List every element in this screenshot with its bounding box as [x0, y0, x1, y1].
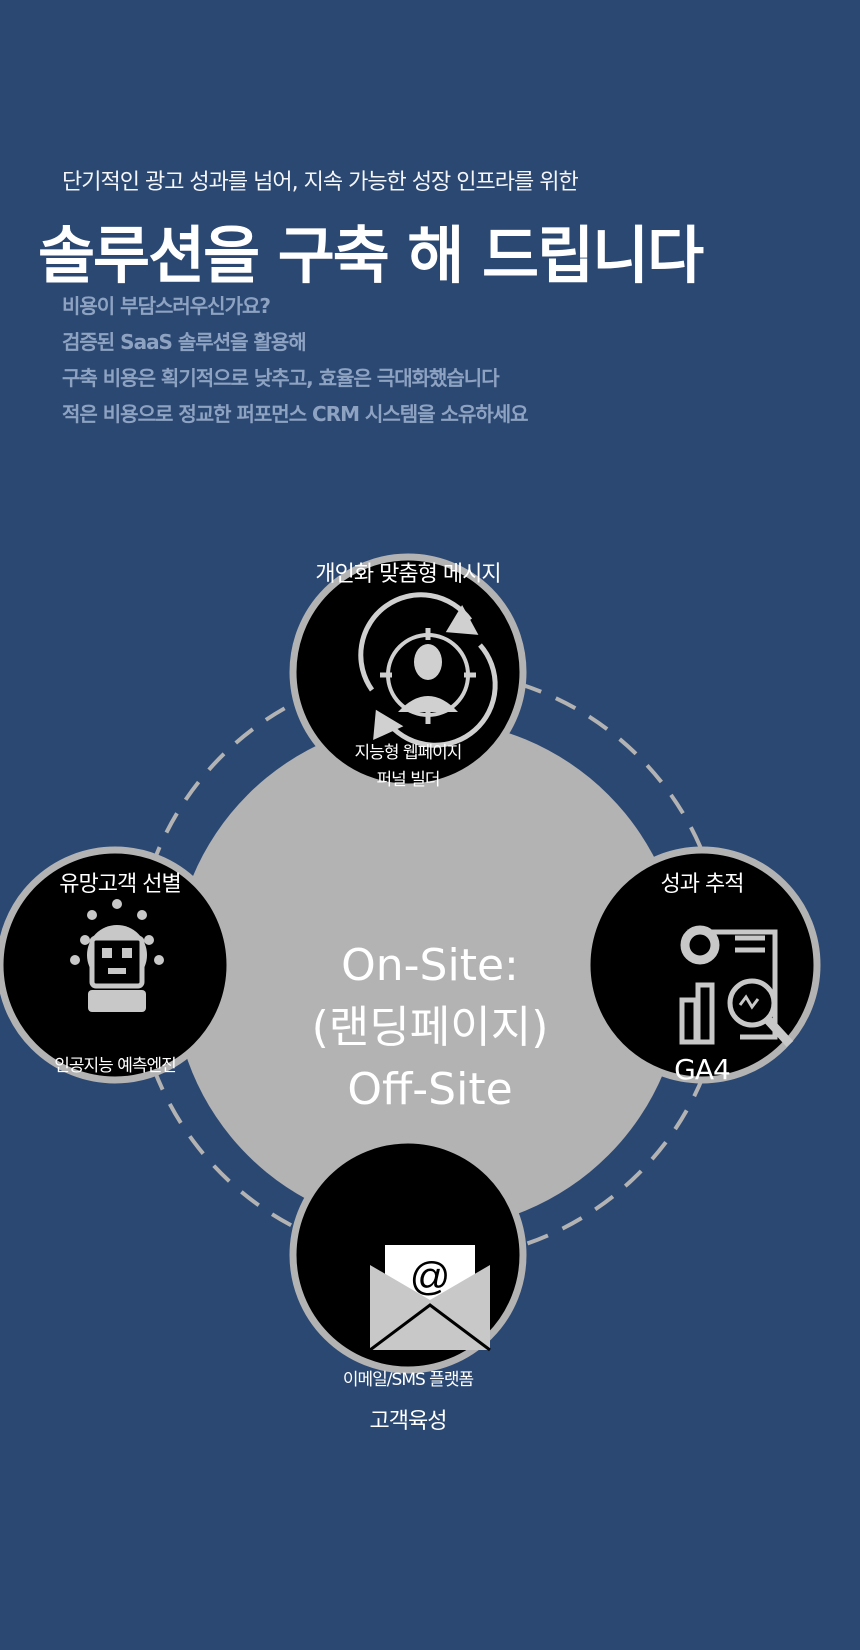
center-text: On-Site: (랜딩페이지) Off-Site [230, 935, 630, 1121]
node-left-label: 유망고객 선별 [59, 872, 181, 897]
center-line: On-Site: [341, 940, 519, 991]
node-top-inner: 지능형 웹페이지 퍼널 빌더 [298, 740, 518, 794]
node-top-inner-line: 퍼널 빌더 [376, 770, 441, 790]
node-bottom-label: 고객육성 [369, 1409, 448, 1434]
body-line: 비용이 부담스러우신가요? [62, 294, 271, 318]
body-line: 구축 비용은 획기적으로 낮추고, 효율은 극대화했습니다 [62, 366, 500, 390]
target-user-icon [358, 592, 498, 748]
node-bottom-inner: 이메일/SMS 플랫폼 [342, 1370, 474, 1390]
email-envelope-icon: @ [369, 1245, 491, 1352]
node-top-label: 개인화 맞춤형 메시지 [315, 562, 501, 587]
ai-robot-icon [70, 899, 164, 1012]
analytics-report-icon [679, 925, 794, 1048]
center-line: (랜딩페이지) [311, 1002, 549, 1053]
body-line: 적은 비용으로 정교한 퍼포먼스 CRM 시스템을 소유하세요 [62, 402, 529, 426]
kicker-text: 단기적인 광고 성과를 넘어, 지속 가능한 성장 인프라를 위한 [62, 170, 579, 195]
node-right-label: 성과 추적 [660, 872, 745, 897]
center-circle [173, 720, 683, 1230]
page-title: 솔루션을 구축 해 드립니다 [38, 219, 704, 292]
center-line: Off-Site [347, 1064, 513, 1115]
node-right-inner: GA4 [674, 1053, 731, 1086]
node-top-inner-line: 지능형 웹페이지 [354, 743, 463, 763]
body-line: 검증된 SaaS 솔루션을 활용해 [62, 330, 307, 354]
svg-text:@: @ [410, 1255, 451, 1299]
node-left-inner: 인공지능 예측엔진 [54, 1056, 177, 1076]
